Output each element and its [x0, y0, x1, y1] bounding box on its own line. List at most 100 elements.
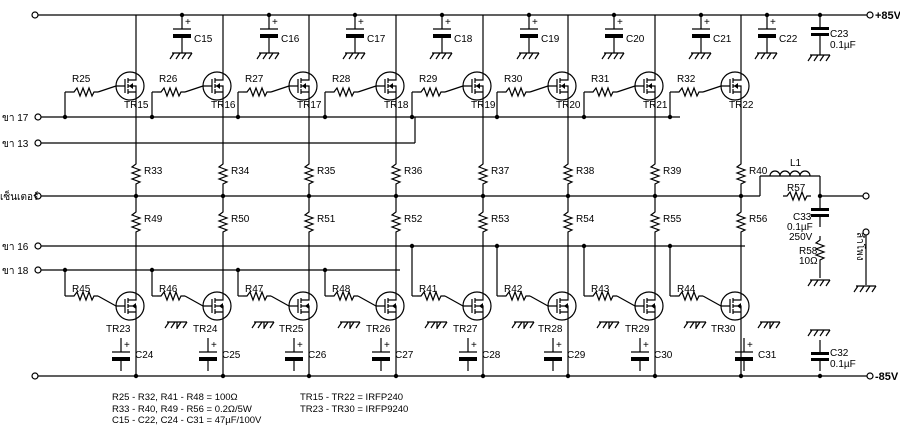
- label-r58-value: 10Ω: [799, 256, 818, 267]
- resistor-r32: [675, 86, 703, 98]
- junction-dot: [235, 114, 241, 120]
- resistor-r35: [303, 160, 315, 188]
- label-r30: R30: [504, 74, 523, 85]
- note-nchannel-transistors: TR15 - TR22 = IRFP240: [300, 392, 404, 403]
- label-r41: R41: [419, 284, 438, 295]
- label-c32: C32: [830, 348, 849, 359]
- mosfet-tr18-gate: [376, 79, 386, 93]
- label-r45: R45: [72, 284, 91, 295]
- negative-terminal: [866, 372, 874, 380]
- capacitor-c29: [544, 338, 562, 353]
- capacitor-c16-plate: [260, 34, 278, 38]
- label-tr16: TR16: [211, 100, 236, 111]
- polarity-plus: +: [704, 17, 710, 28]
- label-r48: R48: [332, 284, 351, 295]
- mosfet-tr23-arrow: [132, 303, 136, 309]
- speaker-terminal-bottom: [862, 228, 870, 236]
- label-tr20: TR20: [556, 100, 581, 111]
- capacitor-c17: [346, 15, 364, 30]
- label-r51: R51: [317, 214, 336, 225]
- ground-symbol: [683, 321, 707, 329]
- polarity-plus: +: [297, 340, 303, 351]
- pin13-terminal: [34, 139, 42, 147]
- label-r28: R28: [332, 74, 351, 85]
- mosfet-tr25-gate: [289, 299, 299, 313]
- capacitor-c24: [112, 338, 130, 353]
- resistor-r52: [390, 208, 402, 236]
- mosfet-tr27-gate: [463, 299, 473, 313]
- gate-wire: [529, 295, 549, 307]
- label-r56: R56: [749, 214, 768, 225]
- gate-wire: [270, 295, 290, 307]
- ground-symbol: [256, 52, 280, 60]
- label-tr25: TR25: [279, 324, 304, 335]
- polarity-plus: +: [445, 17, 451, 28]
- polarity-plus: +: [532, 17, 538, 28]
- resistor-r27: [243, 86, 271, 98]
- resistor-r51: [303, 208, 315, 236]
- label-c18: C18: [454, 34, 473, 45]
- label-c28: C28: [482, 350, 501, 361]
- capacitor-c32-plate: [811, 352, 829, 355]
- capacitor-c19: [520, 15, 538, 30]
- capacitor-c15-plate: [173, 34, 191, 38]
- capacitor-c27-plate: [372, 357, 390, 361]
- resistor-r33: [130, 160, 142, 188]
- mosfet-tr19-arrow: [476, 83, 480, 89]
- resistor-r46: [157, 290, 185, 302]
- inductor-l1: [769, 170, 811, 177]
- resistor-r29: [417, 86, 445, 98]
- capacitor-c18: [433, 15, 451, 30]
- polarity-plus: +: [471, 340, 477, 351]
- mosfet-tr20-arrow: [561, 83, 565, 89]
- resistor-r57: [783, 190, 811, 202]
- ground-symbol: [757, 321, 781, 329]
- pin16-label: ขา 16: [2, 242, 29, 253]
- label-r34: R34: [231, 166, 250, 177]
- junction-dot: [581, 114, 587, 120]
- resistor-r50: [217, 208, 229, 236]
- mosfet-tr18-arrow: [389, 83, 393, 89]
- speaker-label: ลำโพง: [854, 232, 867, 261]
- mosfet-tr28-arrow: [564, 303, 568, 309]
- label-r43: R43: [591, 284, 610, 295]
- label-c33-voltage: 250V: [789, 232, 813, 243]
- capacitor-c28-plate: [459, 357, 477, 361]
- mosfet-tr16-gate: [203, 79, 213, 93]
- capacitor-c19-plate: [520, 34, 538, 38]
- label-r27: R27: [245, 74, 264, 85]
- positive-rail-label: +85V: [875, 10, 900, 22]
- polarity-plus: +: [358, 17, 364, 28]
- label-r57: R57: [787, 183, 806, 194]
- label-tr17: TR17: [297, 100, 322, 111]
- label-c20: C20: [626, 34, 645, 45]
- junction-dot: [494, 243, 500, 249]
- mosfet-tr27-arrow: [479, 303, 483, 309]
- label-tr27: TR27: [453, 324, 478, 335]
- polarity-plus: +: [747, 340, 753, 351]
- label-tr26: TR26: [366, 324, 391, 335]
- label-c27: C27: [395, 350, 414, 361]
- resistor-r25: [70, 86, 98, 98]
- label-r39: R39: [663, 166, 682, 177]
- capacitor-c31-plate: [735, 357, 753, 361]
- resistor-r42: [502, 290, 530, 302]
- ground-symbol: [853, 285, 877, 293]
- junction-dot: [565, 373, 571, 379]
- label-r53: R53: [491, 214, 510, 225]
- resistor-r41: [417, 290, 445, 302]
- resistor-r58: [814, 236, 826, 264]
- label-r58: R58: [799, 246, 818, 257]
- label-r38: R38: [576, 166, 595, 177]
- mosfet-tr22-gate: [721, 79, 731, 93]
- capacitor-c22-plate: [758, 34, 776, 38]
- junction-dot: [62, 267, 68, 273]
- pin13-label: ขา 13: [2, 139, 29, 150]
- resistor-r49: [130, 208, 142, 236]
- note-source-resistors: R33 - R40, R49 - R56 = 0.2Ω/5W: [112, 403, 252, 415]
- capacitor-c15: [173, 15, 191, 30]
- label-r54: R54: [576, 214, 595, 225]
- note-capacitors: C15 - C22, C24 - C31 = 47µF/100V: [112, 415, 262, 426]
- gate-wire: [97, 295, 117, 307]
